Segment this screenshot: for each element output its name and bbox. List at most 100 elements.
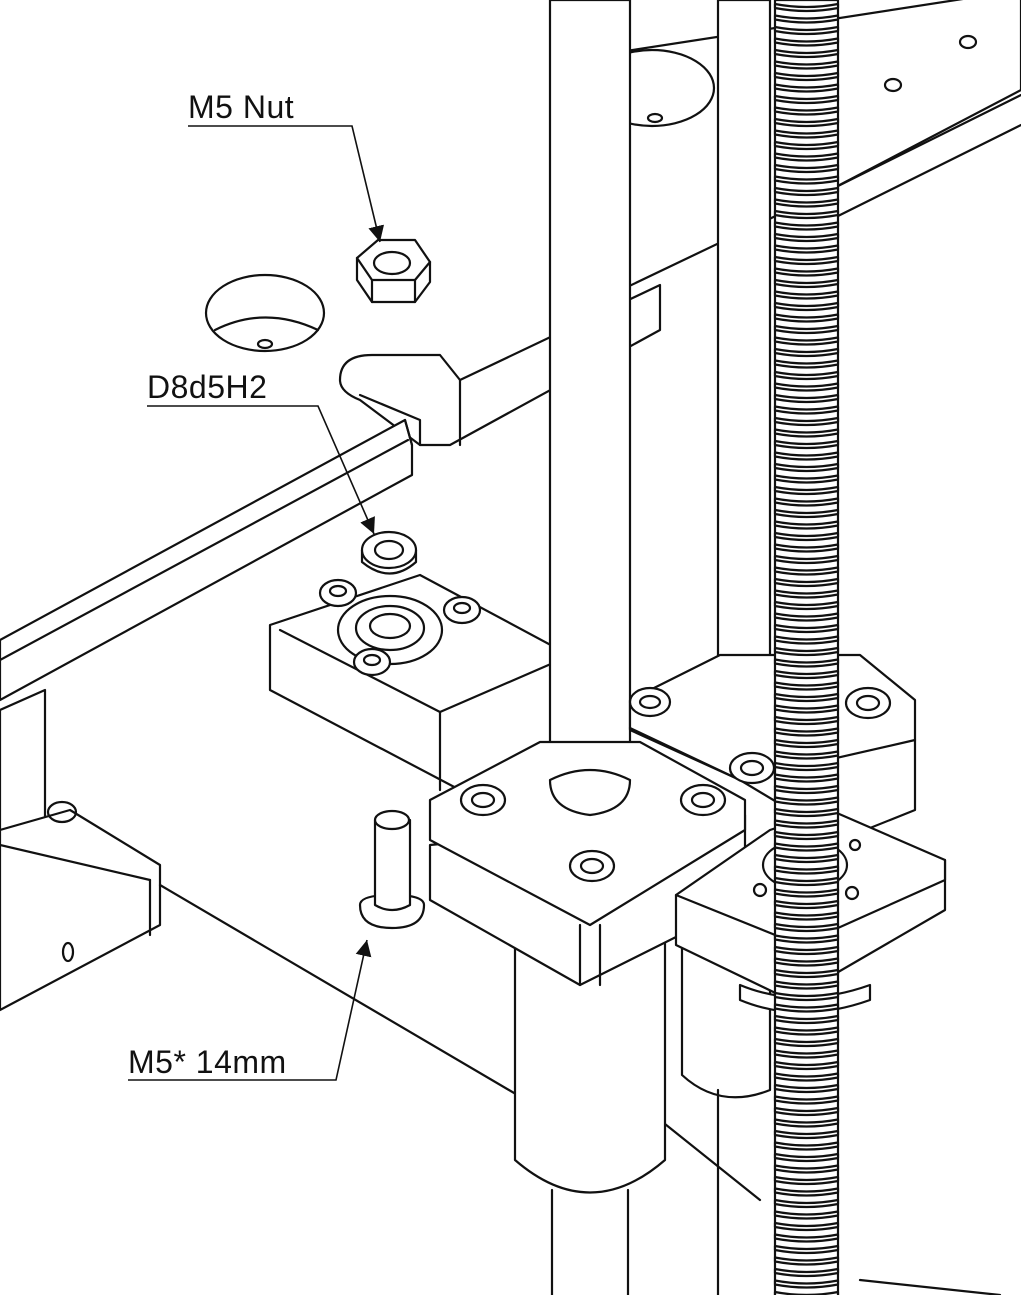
thread-ridge bbox=[773, 1221, 840, 1232]
nut-part bbox=[355, 238, 432, 304]
thread-ridge bbox=[773, 393, 840, 404]
thread-ridge bbox=[773, 1072, 840, 1082]
thread-ridge bbox=[773, 1106, 840, 1117]
thread-ridge bbox=[773, 934, 840, 944]
thread-ridge bbox=[773, 1233, 840, 1243]
thread-ridge bbox=[773, 163, 840, 174]
thread-ridge bbox=[773, 232, 840, 243]
thread-ridge bbox=[773, 497, 840, 507]
leader-arrow-icon bbox=[128, 939, 372, 1081]
thread-ridge bbox=[773, 1279, 840, 1289]
thread-ridge bbox=[773, 1026, 840, 1036]
thread-ridge bbox=[773, 1014, 840, 1025]
thread-ridge bbox=[773, 37, 840, 47]
thread-ridge bbox=[773, 106, 840, 116]
thread-ridge bbox=[773, 370, 840, 381]
thread-ridge bbox=[773, 129, 840, 139]
thread-ridge bbox=[773, 301, 840, 312]
rod-flange-left bbox=[428, 740, 747, 987]
thread-ridge bbox=[773, 566, 840, 576]
leader-arrow-icon bbox=[147, 405, 375, 535]
thread-ridge bbox=[773, 922, 840, 933]
thread-ridge bbox=[773, 1164, 840, 1174]
thread-ridge bbox=[773, 1210, 840, 1220]
thread-ridge bbox=[773, 876, 840, 887]
thread-ridge bbox=[773, 773, 840, 783]
thread-ridge bbox=[773, 382, 840, 392]
thread-ridge bbox=[773, 60, 840, 70]
left-plate bbox=[0, 418, 414, 702]
thread-ridge bbox=[773, 94, 840, 105]
thread-ridge bbox=[773, 1003, 840, 1013]
thread-ridge bbox=[773, 554, 840, 565]
thread-ridge bbox=[773, 761, 840, 772]
thread-ridge bbox=[773, 819, 840, 829]
thread-ridge bbox=[773, 715, 840, 726]
thread-ridge bbox=[773, 255, 840, 266]
guide-rod bbox=[548, 0, 632, 822]
thread-ridge bbox=[773, 1198, 840, 1209]
thread-ridge bbox=[773, 359, 840, 369]
thread-ridge bbox=[773, 658, 840, 668]
thread-ridge bbox=[773, 784, 840, 795]
thread-ridge bbox=[773, 25, 840, 36]
thread-ridge bbox=[773, 140, 840, 151]
thread-ridge bbox=[773, 474, 840, 484]
thread-ridge bbox=[773, 290, 840, 300]
thread-ridge bbox=[773, 888, 840, 898]
thread-ridge bbox=[773, 577, 840, 588]
thread-ridge bbox=[773, 543, 840, 553]
thread-ridge bbox=[773, 336, 840, 346]
thread-ridge bbox=[773, 1118, 840, 1128]
thread-ridge bbox=[773, 428, 840, 438]
thread-ridge bbox=[773, 669, 840, 680]
thread-ridge bbox=[773, 405, 840, 415]
thread-ridge bbox=[773, 14, 840, 24]
thread-ridge bbox=[773, 462, 840, 473]
bearing-block bbox=[268, 573, 562, 792]
thread-ridge bbox=[773, 451, 840, 461]
thread-ridge bbox=[773, 267, 840, 277]
thread-ridge bbox=[773, 1083, 840, 1094]
rear-rod bbox=[716, 0, 772, 712]
thread-ridge bbox=[773, 646, 840, 657]
thread-ridge bbox=[773, 1095, 840, 1105]
thread-ridge bbox=[773, 589, 840, 599]
washer-part bbox=[360, 530, 418, 575]
thread-ridge bbox=[773, 899, 840, 910]
thread-ridge bbox=[773, 531, 840, 542]
thread-ridge bbox=[773, 1129, 840, 1140]
thread-ridge bbox=[773, 1049, 840, 1059]
thread-ridge bbox=[773, 635, 840, 645]
thread-ridge bbox=[773, 945, 840, 956]
thread-ridge bbox=[773, 991, 840, 1002]
thread-ridge bbox=[773, 968, 840, 979]
thread-ridge bbox=[773, 704, 840, 714]
thread-ridge bbox=[773, 186, 840, 197]
base-plate bbox=[158, 883, 1002, 1295]
callout-washer-label: D8d5H2 bbox=[147, 369, 267, 405]
thread-ridge bbox=[773, 221, 840, 231]
thread-ridge bbox=[773, 1037, 840, 1048]
left-post bbox=[0, 688, 162, 1012]
thread-ridge bbox=[773, 807, 840, 818]
thread-ridge bbox=[773, 738, 840, 749]
thread-ridge bbox=[773, 347, 840, 358]
thread-ridge bbox=[773, 600, 840, 611]
callout-nut-label: M5 Nut bbox=[188, 89, 294, 125]
thread-ridge bbox=[773, 830, 840, 841]
rod-flange-right bbox=[628, 653, 917, 842]
thread-ridge bbox=[773, 48, 840, 59]
thread-ridge bbox=[773, 842, 840, 852]
callout-bolt: M5* 14mm bbox=[128, 939, 372, 1081]
thread-ridge bbox=[773, 485, 840, 496]
thread-ridge bbox=[773, 980, 840, 990]
thread-ridge bbox=[773, 324, 840, 335]
thread-ridge bbox=[773, 313, 840, 323]
thread-ridge bbox=[773, 623, 840, 634]
thread-ridge bbox=[773, 520, 840, 530]
thread-ridge bbox=[773, 1152, 840, 1163]
lead-screw bbox=[773, 0, 840, 1295]
thread-ridge bbox=[773, 853, 840, 864]
